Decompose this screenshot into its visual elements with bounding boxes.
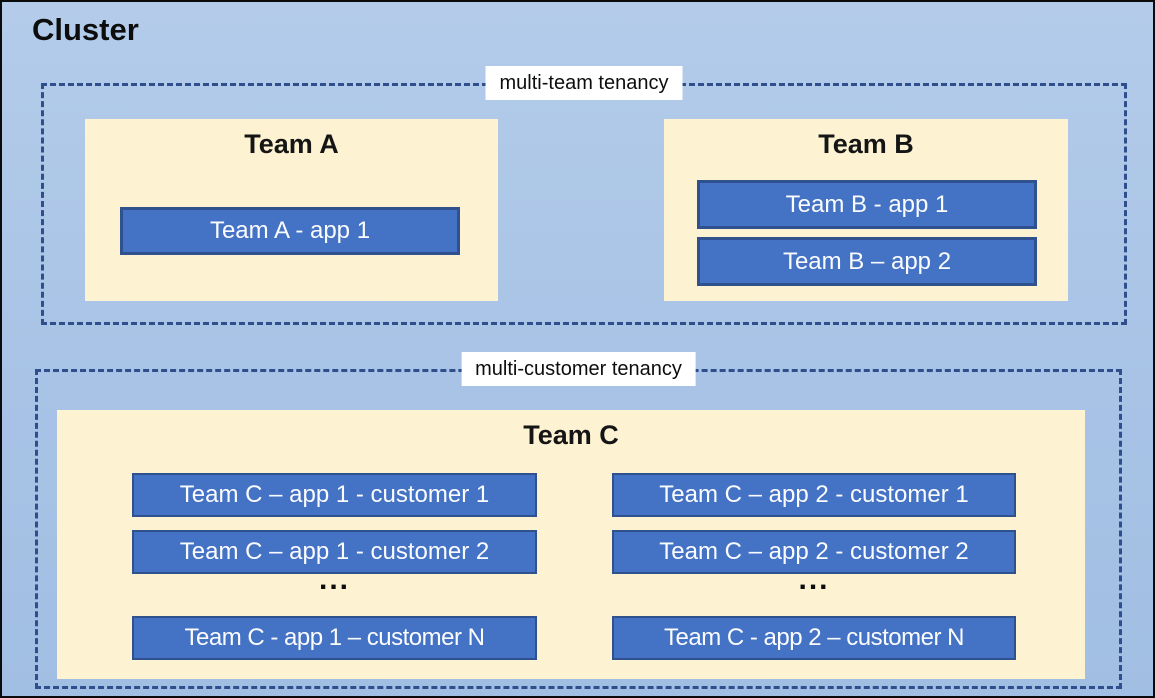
team-c-box: Team C Team C – app 1 - customer 1 Team … — [57, 410, 1085, 679]
team-c-app-2-customer-n-box: Team C - app 2 – customer N — [612, 616, 1016, 660]
multi-customer-tenancy-label: multi-customer tenancy — [461, 352, 696, 386]
team-c-title: Team C — [523, 420, 619, 450]
team-b-title: Team B — [818, 129, 914, 159]
multi-customer-tenancy-group: multi-customer tenancy Team C Team C – a… — [35, 352, 1122, 689]
team-b-app-1-box: Team B - app 1 — [697, 180, 1037, 229]
team-c-app-1-customer-1-box: Team C – app 1 - customer 1 — [132, 473, 537, 517]
cluster-title: Cluster — [32, 12, 139, 47]
team-c-app-2-customer-1-box: Team C – app 2 - customer 1 — [612, 473, 1016, 517]
multi-team-tenancy-group: multi-team tenancy Team A Team A - app 1… — [41, 66, 1127, 325]
team-a-app-1-box: Team A - app 1 — [120, 207, 460, 255]
team-c-app-1-column: Team C – app 1 - customer 1 Team C – app… — [132, 410, 537, 679]
ellipsis-left: ... — [318, 563, 350, 596]
multi-team-tenancy-label: multi-team tenancy — [485, 66, 683, 100]
team-a-box: Team A Team A - app 1 — [85, 119, 498, 301]
team-b-app-2-box: Team B – app 2 — [697, 237, 1037, 286]
ellipsis-right: ... — [798, 563, 830, 596]
team-c-app-2-column: Team C – app 2 - customer 1 Team C – app… — [612, 410, 1016, 679]
team-b-box: Team B Team B - app 1 Team B – app 2 — [664, 119, 1068, 301]
team-c-app-1-customer-2-box: Team C – app 1 - customer 2 — [132, 530, 537, 574]
team-a-title: Team A — [244, 129, 339, 159]
team-c-app-2-customer-2-box: Team C – app 2 - customer 2 — [612, 530, 1016, 574]
team-c-app-1-customer-n-box: Team C - app 1 – customer N — [132, 616, 537, 660]
